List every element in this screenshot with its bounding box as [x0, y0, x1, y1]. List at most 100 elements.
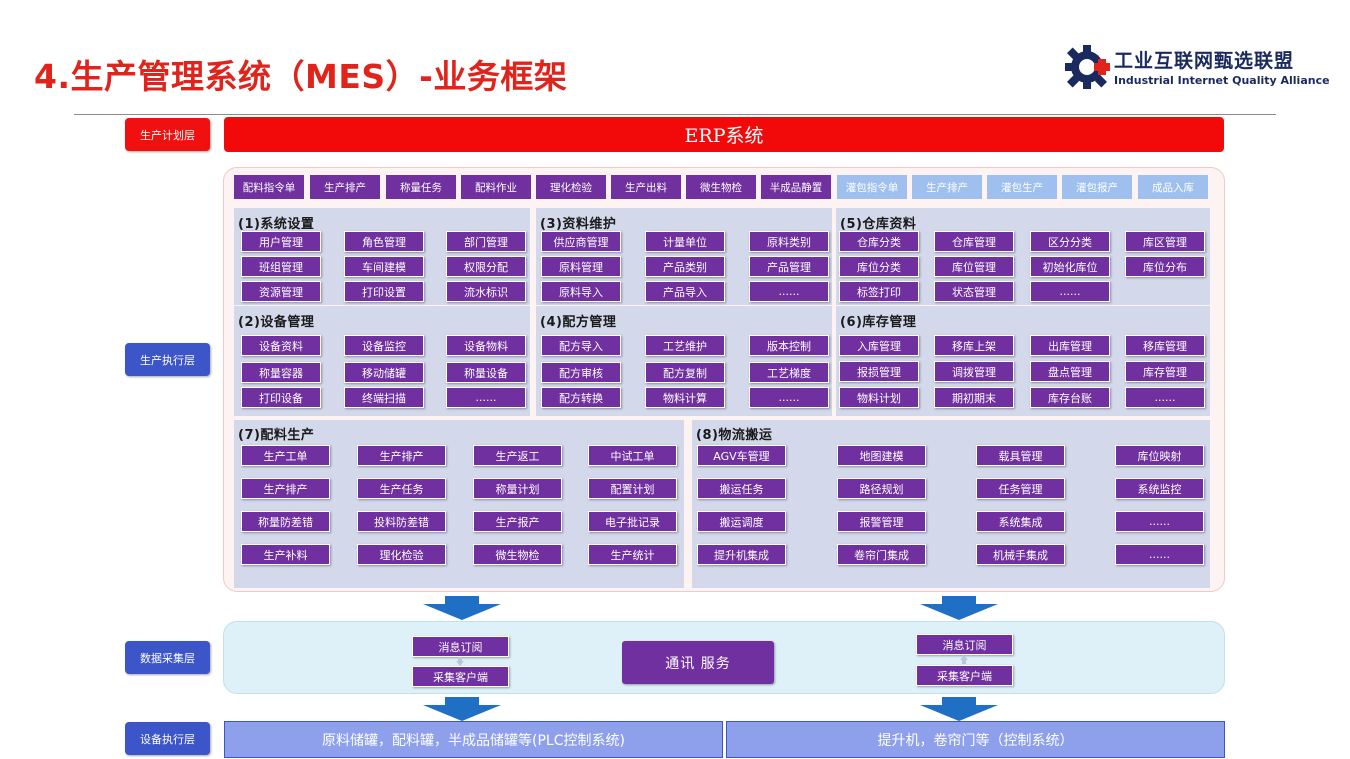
module-item: 库存管理 [1125, 361, 1205, 382]
page-title: 4.生产管理系统（MES）-业务框架 [34, 57, 568, 96]
module-item: ...... [446, 387, 526, 408]
module-title: (7)配料生产 [238, 428, 315, 443]
module-item: 资源管理 [241, 281, 321, 302]
device-box-hoists: 提升机，卷帘门等（控制系统） [726, 721, 1225, 758]
module-item: 车间建模 [344, 256, 424, 277]
top-step: 理化检验 [536, 175, 606, 199]
module-item: 微生物检 [473, 544, 562, 565]
module-item: 工艺维护 [645, 335, 725, 356]
module-item: 理化检验 [357, 544, 446, 565]
module-item: 配方导入 [541, 335, 621, 356]
module-item: 系统集成 [976, 511, 1065, 532]
module-item: 生产排产 [241, 478, 330, 499]
top-step: 微生物检 [686, 175, 756, 199]
module-item: 版本控制 [749, 335, 829, 356]
module-item: 仓库分类 [839, 231, 919, 252]
module-item: 打印设备 [241, 387, 321, 408]
layer-label-device: 设备执行层 [125, 722, 210, 755]
module-item: 产品导入 [645, 281, 725, 302]
top-step: 半成品静置 [761, 175, 831, 199]
module-title: (8)物流搬运 [696, 428, 773, 443]
module-item: 配方复制 [645, 362, 725, 383]
module-item: 移库管理 [1125, 335, 1205, 356]
module-item: 生产统计 [588, 544, 677, 565]
module-item: 原料类别 [749, 231, 829, 252]
module-item: 库区管理 [1125, 231, 1205, 252]
down-arrow-icon [423, 697, 501, 721]
module-title: (4)配方管理 [540, 315, 617, 330]
layer-label-exec: 生产执行层 [125, 343, 210, 376]
module-item: 配置计划 [588, 478, 677, 499]
module-item: 生产补料 [241, 544, 330, 565]
module-title: (1)系统设置 [238, 217, 315, 232]
module-item: 权限分配 [446, 256, 526, 277]
top-step: 灌包报产 [1062, 175, 1132, 199]
module-item: ...... [749, 387, 829, 408]
module-item: 配方转换 [541, 387, 621, 408]
module-item: 物料计划 [839, 387, 919, 408]
module-item: 流水标识 [446, 281, 526, 302]
module-item: 中试工单 [588, 445, 677, 466]
module-title: (5)仓库资料 [840, 217, 917, 232]
top-step: 配料作业 [461, 175, 531, 199]
module-title: (2)设备管理 [238, 315, 315, 330]
top-step: 成品入库 [1138, 175, 1208, 199]
module-item: 配方审核 [541, 362, 621, 383]
top-step: 灌包指令单 [837, 175, 907, 199]
module-item: 原料导入 [541, 281, 621, 302]
small-up-arrow-icon [960, 655, 968, 664]
module-item: 生产任务 [357, 478, 446, 499]
message-subscribe-box: 消息订阅 [412, 636, 509, 657]
module-item: 生产工单 [241, 445, 330, 466]
module-item: 库位映射 [1115, 445, 1204, 466]
module-item: 盘点管理 [1030, 361, 1110, 382]
module-item: 出库管理 [1030, 335, 1110, 356]
down-arrow-icon [920, 596, 998, 620]
module-item: 任务管理 [976, 478, 1065, 499]
module-item: 移动储罐 [344, 362, 424, 383]
module-title: (3)资料维护 [540, 217, 617, 232]
module-item: 库位管理 [934, 256, 1014, 277]
header-divider [74, 114, 1276, 115]
module-item: 搬运任务 [697, 478, 786, 499]
module-item: 生产报产 [473, 511, 562, 532]
module-item: 库位分类 [839, 256, 919, 277]
module-item: 地图建模 [837, 445, 926, 466]
message-subscribe-box: 消息订阅 [916, 634, 1013, 655]
module-item: ...... [1115, 511, 1204, 532]
module-item: 卷帘门集成 [837, 544, 926, 565]
communication-service-box: 通讯 服务 [622, 641, 774, 684]
module-item: ...... [1030, 281, 1110, 302]
module-item: 搬运调度 [697, 511, 786, 532]
top-step: 生产排产 [310, 175, 380, 199]
module-item: 角色管理 [344, 231, 424, 252]
module-item: 生产返工 [473, 445, 562, 466]
collector-client-box: 采集客户端 [412, 666, 509, 687]
module-item: 区分分类 [1030, 231, 1110, 252]
module-item: ...... [749, 281, 829, 302]
module-item: 打印设置 [344, 281, 424, 302]
module-item: 工艺梯度 [749, 362, 829, 383]
module-item: 供应商管理 [541, 231, 621, 252]
module-item: 班组管理 [241, 256, 321, 277]
module-item: 设备监控 [344, 335, 424, 356]
small-down-arrow-icon [456, 657, 464, 666]
erp-system-bar: ERP系统 [224, 117, 1224, 152]
module-item: 移库上架 [934, 335, 1014, 356]
module-item: 用户管理 [241, 231, 321, 252]
top-step: 灌包生产 [987, 175, 1057, 199]
module-item: 机械手集成 [976, 544, 1065, 565]
module-item: 生产排产 [357, 445, 446, 466]
logo-cn-text: 工业互联网甄选联盟 [1114, 50, 1295, 72]
top-step: 生产出料 [611, 175, 681, 199]
module-item: 称量设备 [446, 362, 526, 383]
layer-label-data: 数据采集层 [125, 641, 210, 674]
module-item: 期初期末 [934, 387, 1014, 408]
top-step: 称量任务 [386, 175, 456, 199]
module-item: 载具管理 [976, 445, 1065, 466]
down-arrow-icon [920, 697, 998, 721]
top-step: 生产排产 [912, 175, 982, 199]
alliance-logo: 工业互联网甄选联盟 Industrial Internet Quality Al… [1064, 44, 1334, 96]
module-item: 仓库管理 [934, 231, 1014, 252]
module-item: 初始化库位 [1030, 256, 1110, 277]
